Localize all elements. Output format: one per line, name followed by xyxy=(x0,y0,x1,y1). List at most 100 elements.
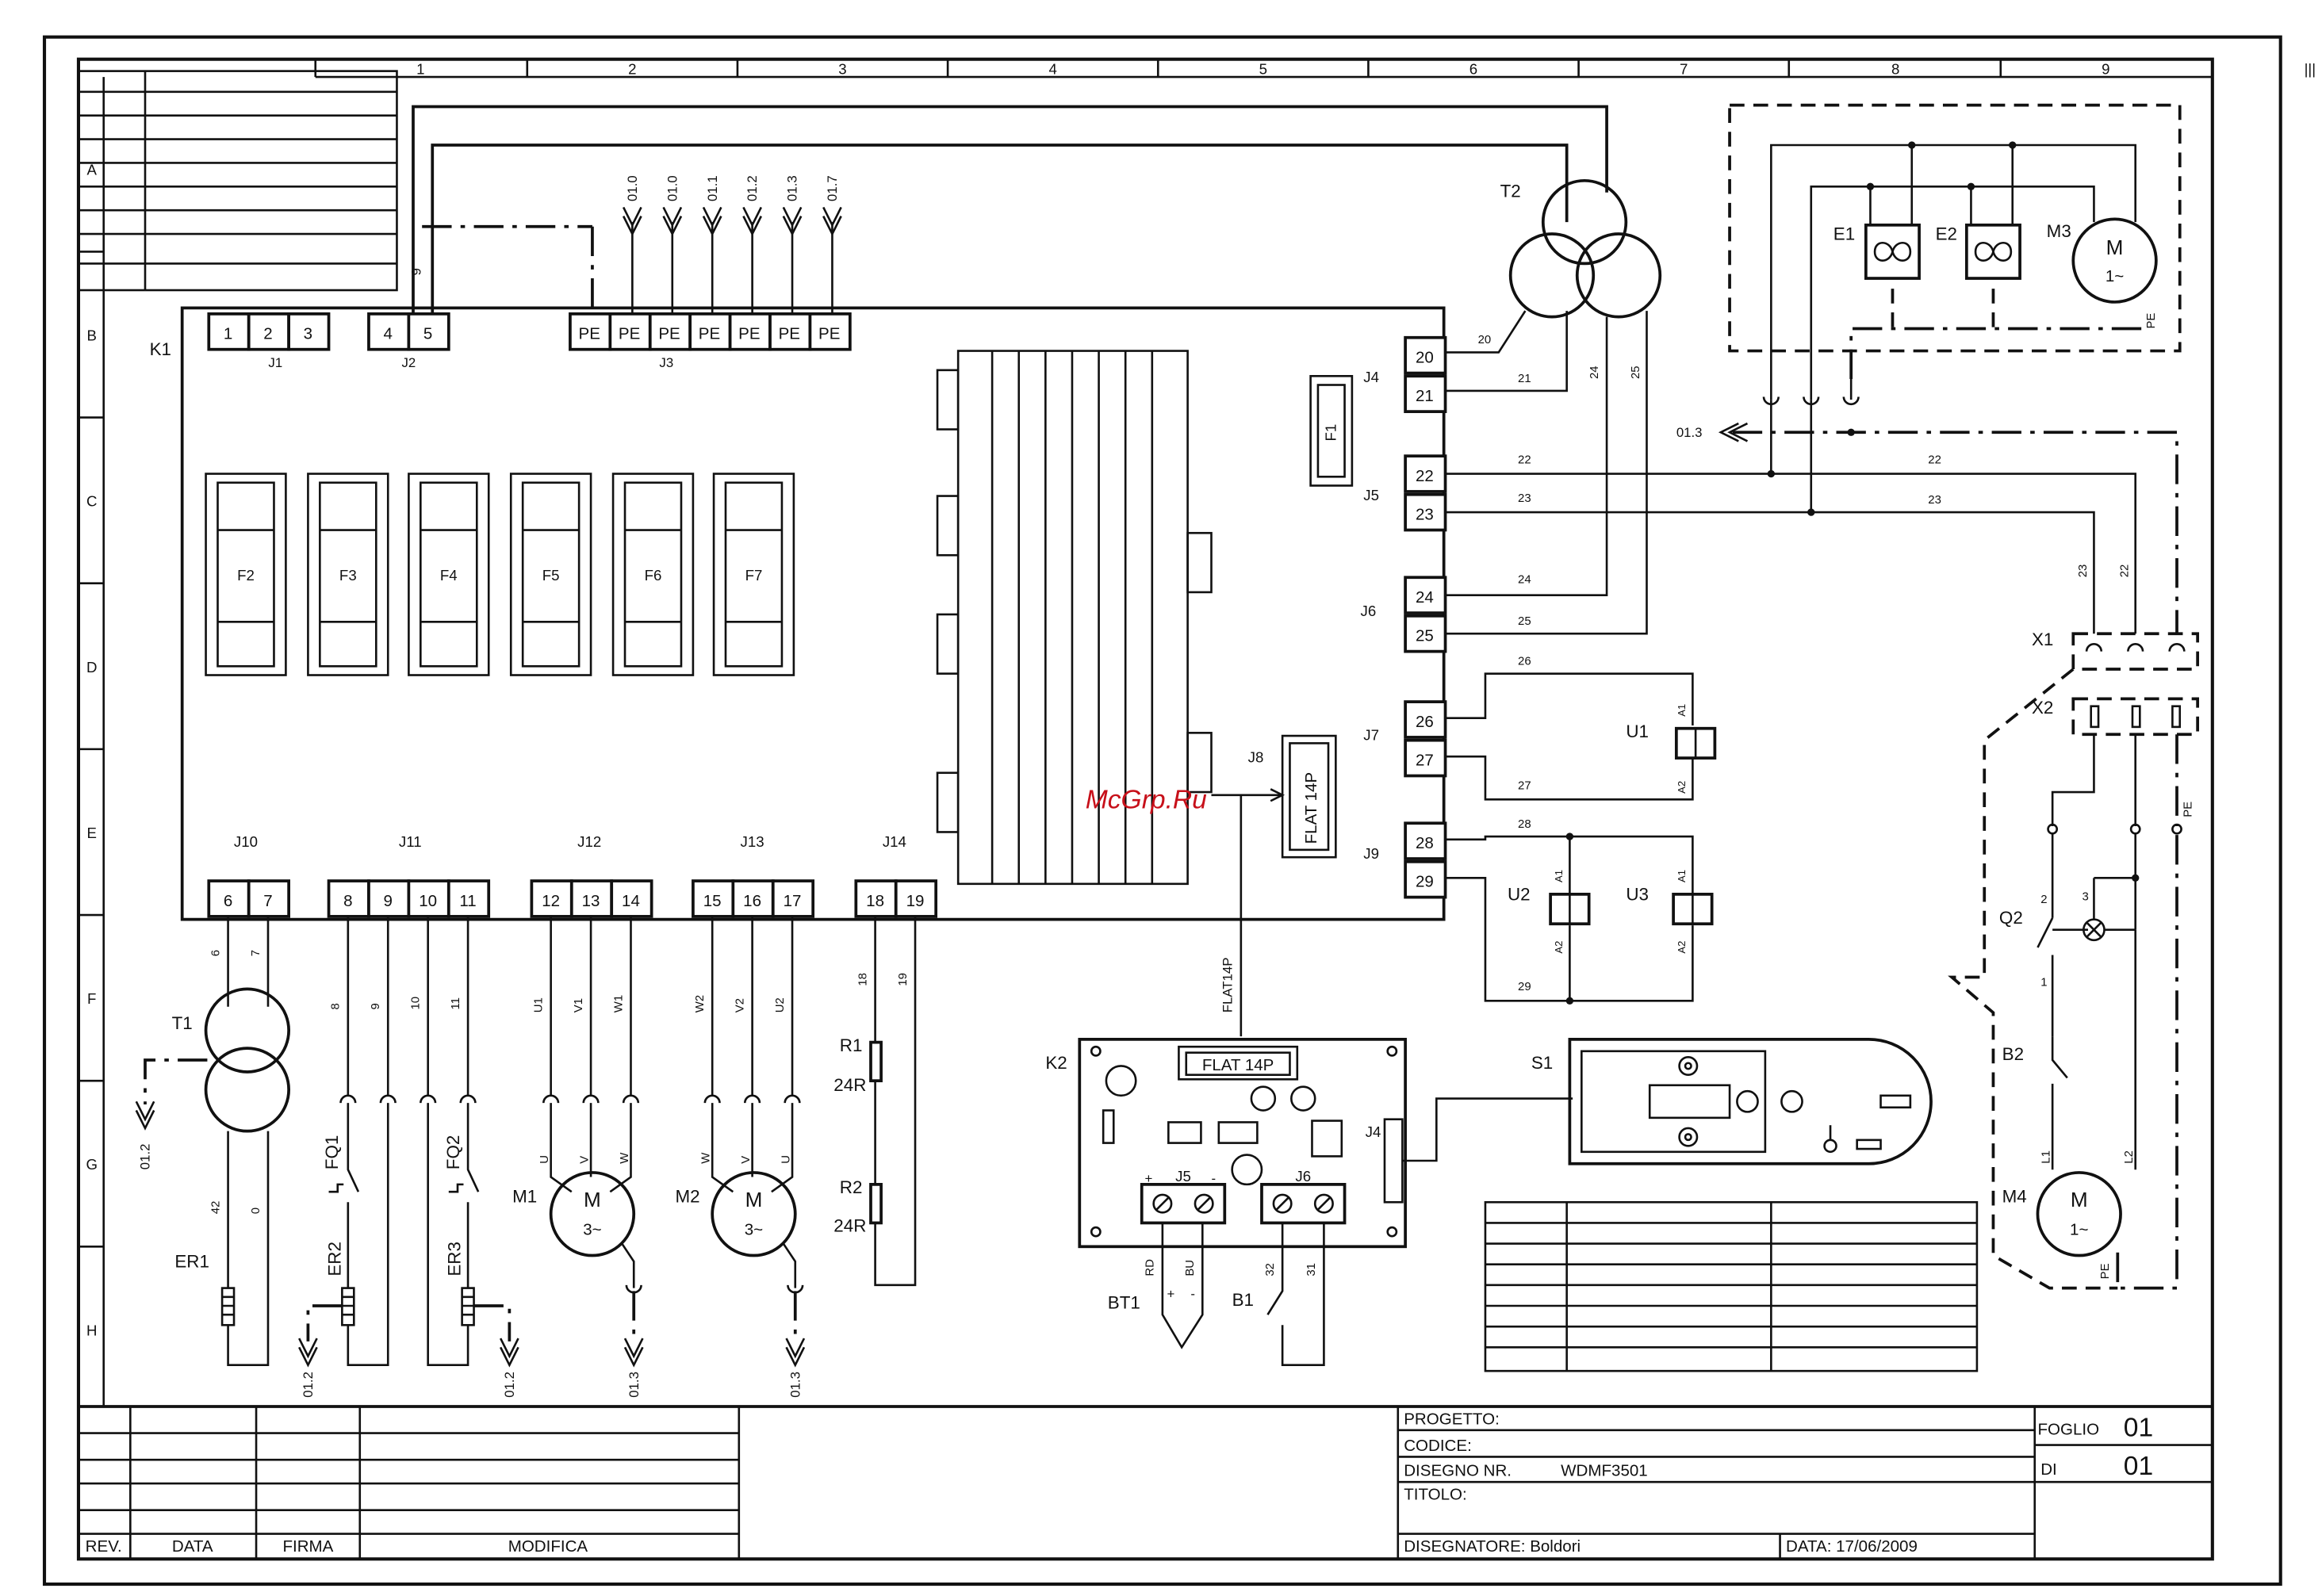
svg-text:PE: PE xyxy=(2144,313,2158,329)
svg-text:F7: F7 xyxy=(745,567,763,584)
connector-j5: 22 23 J5 xyxy=(1363,454,1447,532)
svg-text:13: 13 xyxy=(582,892,600,910)
svg-text:+: + xyxy=(1167,1287,1174,1302)
svg-text:8: 8 xyxy=(343,892,352,910)
svg-text:21: 21 xyxy=(1416,387,1434,405)
row-label: C xyxy=(86,493,97,510)
svg-text:01.0: 01.0 xyxy=(665,175,680,201)
disegnatore-label: DISEGNATORE: Boldori xyxy=(1404,1537,1581,1556)
element-e2: E2 xyxy=(1936,223,2021,280)
svg-text:PE: PE xyxy=(2098,1263,2112,1279)
svg-text:V2: V2 xyxy=(733,998,746,1012)
codice-label: CODICE: xyxy=(1404,1437,1472,1455)
ground-line-013: 01.3 xyxy=(1676,422,2178,634)
svg-text:L2: L2 xyxy=(2122,1150,2136,1164)
svg-text:42: 42 xyxy=(209,1201,222,1215)
svg-text:W: W xyxy=(699,1152,712,1164)
svg-text:01.1: 01.1 xyxy=(705,175,720,201)
svg-text:12: 12 xyxy=(542,892,560,910)
svg-text:28: 28 xyxy=(1518,817,1531,831)
fan-heater-group: E1 E2 M 1~ M3 PE xyxy=(1728,103,2182,513)
row-label: D xyxy=(86,659,97,676)
svg-text:J9: J9 xyxy=(1363,845,1379,862)
motor-m2: W2 V2 U2 W V U M 3~ M2 01.3 xyxy=(676,916,806,1398)
svg-text:22: 22 xyxy=(1518,453,1531,466)
svg-text:17: 17 xyxy=(784,892,802,910)
outer-frame xyxy=(42,35,2282,1586)
svg-text:A1: A1 xyxy=(1676,704,1688,717)
svg-text:PE: PE xyxy=(699,325,720,343)
svg-text:20: 20 xyxy=(1478,333,1492,346)
motor-m1: U1 V1 W1 U V W M 3~ M1 01.3 xyxy=(512,916,644,1398)
board-label: K1 xyxy=(150,339,171,359)
connector-j14: 18 19 J14 xyxy=(854,833,938,918)
svg-text:9: 9 xyxy=(384,892,393,910)
svg-text:21: 21 xyxy=(1518,372,1531,385)
wire-j2-t2-b xyxy=(431,144,1569,314)
svg-text:J3: J3 xyxy=(659,355,673,370)
svg-text:A2: A2 xyxy=(1553,941,1565,954)
fuse-block: F2 F3 F4 F5 F6 F7 xyxy=(205,473,795,676)
svg-text:23: 23 xyxy=(1518,492,1531,505)
svg-text:BU: BU xyxy=(1183,1260,1197,1276)
svg-text:26: 26 xyxy=(1518,654,1531,668)
svg-text:11: 11 xyxy=(449,997,462,1010)
svg-text:PE: PE xyxy=(2182,802,2195,817)
connector-j12: 12 13 14 J12 xyxy=(530,833,653,918)
svg-text:01.7: 01.7 xyxy=(825,175,840,201)
connector-j9: 28 29 J9 xyxy=(1363,821,1447,899)
svg-text:01.2: 01.2 xyxy=(502,1372,517,1398)
connector-j1: 1 2 3 J1 xyxy=(207,312,331,370)
svg-text:1: 1 xyxy=(224,325,232,343)
transformer-t2: T2 20 21 24 25 xyxy=(1445,178,1662,635)
connector-j10: 6 7 J10 xyxy=(207,833,290,918)
svg-text:J13: J13 xyxy=(741,833,764,850)
svg-text:M2: M2 xyxy=(676,1186,700,1206)
connector-j2: 4 5 J2 xyxy=(367,312,450,370)
sensor-bt1: RD BU + - BT1 xyxy=(1108,1223,1204,1349)
svg-text:E1: E1 xyxy=(1833,224,1855,244)
svg-text:22: 22 xyxy=(2117,565,2131,578)
svg-text:E2: E2 xyxy=(1936,224,1957,244)
svg-text:27: 27 xyxy=(1518,779,1531,792)
svg-text:ER3: ER3 xyxy=(445,1242,465,1276)
fuse-f1: F1 xyxy=(1309,374,1354,487)
switch-b1: 32 31 B1 xyxy=(1232,1223,1325,1367)
svg-text:J10: J10 xyxy=(234,833,258,850)
di-label: DI xyxy=(2040,1460,2057,1479)
fuse-f3: F3 xyxy=(307,473,389,676)
j5-wires: 22 23 22 23 24 25 23 22 xyxy=(1445,453,2137,634)
svg-text:24: 24 xyxy=(1518,573,1531,587)
svg-text:7: 7 xyxy=(263,892,272,910)
svg-text:FQ2: FQ2 xyxy=(443,1135,463,1170)
svg-text:B1: B1 xyxy=(1232,1290,1254,1310)
svg-text:J2: J2 xyxy=(402,355,416,370)
column-label: 7 xyxy=(1680,60,1688,77)
watermark: McGrp.Ru xyxy=(1086,786,1207,815)
svg-text:24: 24 xyxy=(1416,588,1434,607)
top-left-grid xyxy=(77,70,398,292)
svg-text:F6: F6 xyxy=(645,567,662,584)
column-label: 3 xyxy=(838,60,846,77)
svg-text:F3: F3 xyxy=(339,567,357,584)
progetto-label: PROGETTO: xyxy=(1404,1410,1500,1428)
title-block: REV. DATA FIRMA MODIFICA PROGETTO: CODIC… xyxy=(78,1405,2213,1560)
relay-coils: 26 27 U1 A1 A2 28 29 U2 U3 A1 A2 A1 A2 xyxy=(1445,654,1717,1005)
element-e1: E1 xyxy=(1833,223,1921,280)
row-labels: A B C D E F G H xyxy=(86,161,98,1338)
row-label: B xyxy=(87,327,97,343)
svg-text:FLAT 14P: FLAT 14P xyxy=(1302,772,1320,844)
column-dividers xyxy=(314,59,2002,78)
data-header: DATA xyxy=(172,1537,213,1556)
svg-text:U: U xyxy=(538,1155,551,1164)
svg-text:16: 16 xyxy=(743,892,761,910)
connector-j11: 8 9 10 11 J11 xyxy=(327,833,491,918)
svg-text:A1: A1 xyxy=(1553,870,1565,882)
svg-text:31: 31 xyxy=(1305,1263,1318,1276)
svg-text:0: 0 xyxy=(249,1208,262,1214)
board-k2: K2 FLAT 14P J5 + - J6 J4 xyxy=(1045,1038,1573,1249)
svg-text:U1: U1 xyxy=(531,997,545,1012)
svg-text:F4: F4 xyxy=(440,567,458,584)
column-label: 8 xyxy=(1891,60,1899,77)
svg-text:BT1: BT1 xyxy=(1108,1293,1140,1313)
